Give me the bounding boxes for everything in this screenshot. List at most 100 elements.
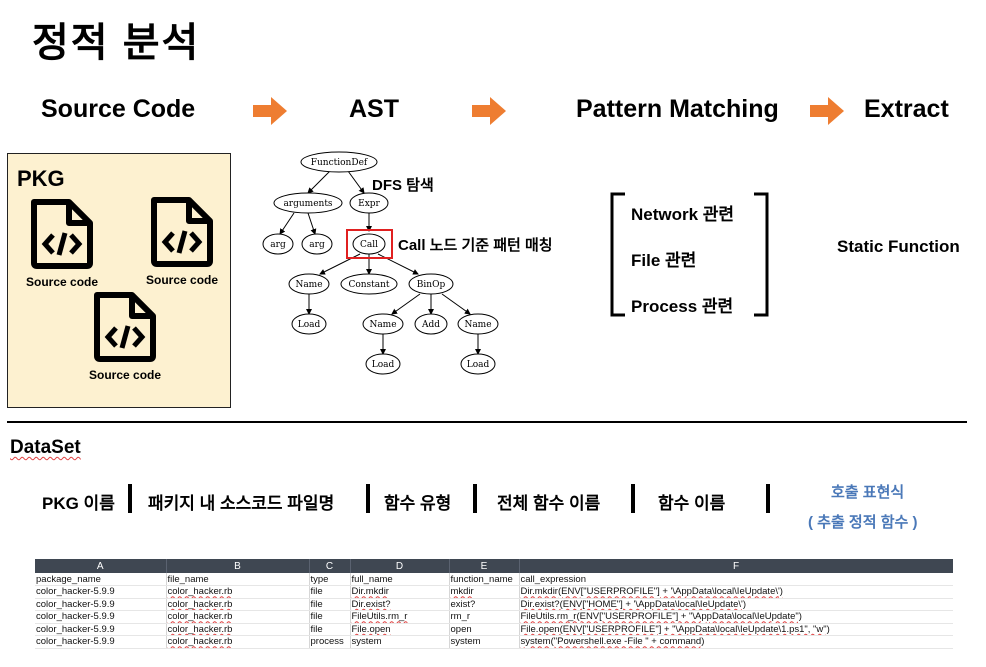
ast-node-load [365, 353, 401, 375]
table-cell[interactable]: file [309, 610, 351, 624]
pkg-box [7, 153, 231, 408]
pattern-item-process: Process 관련 [631, 297, 734, 316]
table-row: color_hacker-5.9.9 color_hacker.rb file … [35, 585, 953, 599]
table-cell[interactable]: mkdir [449, 585, 520, 599]
cell-text: FileUtils.rm_r(ENV["USERPROFILE"] + "\Ap… [520, 611, 802, 623]
ast-label: Call [360, 240, 378, 250]
cell-text: system("Powershell.exe -File " + command… [520, 636, 705, 648]
table-cell[interactable]: color_hacker-5.9.9 [35, 635, 167, 649]
section-divider [7, 421, 967, 423]
file-label: Source code [146, 273, 219, 287]
pkg-title: PKG [17, 166, 65, 191]
column-letter[interactable]: D [350, 559, 450, 573]
table-cell[interactable]: type [309, 573, 351, 586]
cell-text: color_hacker.rb [167, 623, 233, 635]
file-label: Source code [89, 368, 162, 382]
file-label: Source code [26, 275, 99, 289]
ast-label: Name [295, 280, 322, 290]
page-title: 정적 분석 [32, 21, 201, 65]
ast-node-load [291, 313, 327, 335]
table-cell[interactable]: color_hacker.rb [166, 635, 310, 649]
table-cell[interactable]: Dir.mkdir [350, 585, 450, 599]
column-letter[interactable]: C [309, 559, 351, 573]
table-cell[interactable]: call_expression [519, 573, 953, 586]
step-extract: Extract [864, 95, 949, 123]
column-letter[interactable]: A [35, 559, 167, 573]
table-cell[interactable]: FileUtils.rm_r(ENV["USERPROFILE"] + "\Ap… [519, 610, 953, 624]
code-file-icon [94, 292, 156, 362]
table-cell[interactable]: color_hacker.rb [166, 585, 310, 599]
table-cell[interactable]: File.open [350, 623, 450, 636]
ast-node-functiondef [300, 151, 378, 173]
table-cell[interactable]: rm_r [449, 610, 520, 624]
step-source-code: Source Code [41, 95, 196, 123]
table-cell[interactable]: color_hacker-5.9.9 [35, 598, 167, 611]
col-pkg-name: PKG 이름 [42, 494, 115, 513]
table-cell[interactable]: Dir.exist?(ENV["HOME"] + '\AppData\local… [519, 598, 953, 611]
static-function-label: Static Function [837, 237, 960, 256]
table-cell[interactable]: process [309, 635, 351, 649]
table-cell[interactable]: system("Powershell.exe -File " + command… [519, 635, 953, 649]
table-cell[interactable]: file [309, 585, 351, 599]
column-letter[interactable]: F [519, 559, 953, 573]
column-separator [473, 484, 477, 513]
table-cell[interactable]: exist? [449, 598, 520, 611]
code-file-icon [31, 199, 93, 269]
col-call-expression-sub: ( 추출 정적 함수 ) [808, 514, 918, 531]
ast-node-constant [340, 273, 398, 295]
table-cell[interactable]: color_hacker-5.9.9 [35, 610, 167, 624]
ast-node-expr [349, 192, 389, 214]
table-cell[interactable]: color_hacker.rb [166, 598, 310, 611]
table-row: color_hacker-5.9.9 color_hacker.rb file … [35, 623, 953, 636]
arrow-right-icon [472, 97, 506, 125]
cell-text: Dir.mkdir [351, 586, 389, 598]
col-full-name: 전체 함수 이름 [497, 494, 601, 513]
ast-tree: FunctionDef arguments Expr arg arg Call … [262, 151, 769, 375]
column-separator [631, 484, 635, 513]
ast-label: Name [369, 320, 396, 330]
column-separator [766, 484, 770, 513]
table-cell[interactable]: Dir.mkdir(ENV["USERPROFILE"] + '\AppData… [519, 585, 953, 599]
cell-text: File.open(ENV["USERPROFILE"] + "\AppData… [520, 623, 830, 635]
column-letter[interactable]: E [449, 559, 520, 573]
ast-node-load [460, 353, 496, 375]
table-row: color_hacker-5.9.9 color_hacker.rb proce… [35, 635, 953, 649]
column-letter[interactable]: B [166, 559, 310, 573]
ast-node-call [352, 233, 386, 255]
arrow-right-icon [253, 97, 287, 125]
ast-node-arg [262, 233, 294, 255]
pattern-item-file: File 관련 [631, 251, 697, 270]
table-cell[interactable]: Dir.exist? [350, 598, 450, 611]
cell-text: color_hacker.rb [167, 611, 233, 623]
table-cell[interactable]: open [449, 623, 520, 636]
table-cell[interactable]: color_hacker.rb [166, 623, 310, 636]
dataset-title: DataSet [10, 437, 81, 458]
table-cell[interactable]: file [309, 623, 351, 636]
ast-label: arg [309, 240, 325, 250]
ast-node-name [288, 273, 330, 295]
table-cell[interactable]: FileUtils.rm_r [350, 610, 450, 624]
table-cell[interactable]: system [449, 635, 520, 649]
column-separator [128, 484, 132, 513]
ast-label: arguments [283, 199, 332, 209]
ast-label: arg [270, 240, 286, 250]
table-cell[interactable]: file [309, 598, 351, 611]
table-cell[interactable]: color_hacker-5.9.9 [35, 585, 167, 599]
column-separator [366, 484, 370, 513]
cell-text: Dir.exist? [351, 598, 391, 610]
cell-text: color_hacker.rb [167, 598, 233, 610]
ast-label: Add [421, 320, 440, 330]
col-call-expression: 호출 표현식 [831, 484, 905, 501]
table-cell[interactable]: function_name [449, 573, 520, 586]
table-cell[interactable]: color_hacker-5.9.9 [35, 623, 167, 636]
table-cell[interactable]: full_name [350, 573, 450, 586]
table-cell[interactable]: File.open(ENV["USERPROFILE"] + "\AppData… [519, 623, 953, 636]
table-cell[interactable]: system [350, 635, 450, 649]
ast-label: Expr [358, 199, 380, 209]
ast-node-arguments [273, 192, 343, 214]
ast-label: BinOp [417, 280, 446, 290]
table-cell[interactable]: package_name [35, 573, 167, 586]
table-cell[interactable]: color_hacker.rb [166, 610, 310, 624]
ast-node-name [362, 313, 404, 335]
table-cell[interactable]: file_name [166, 573, 310, 586]
